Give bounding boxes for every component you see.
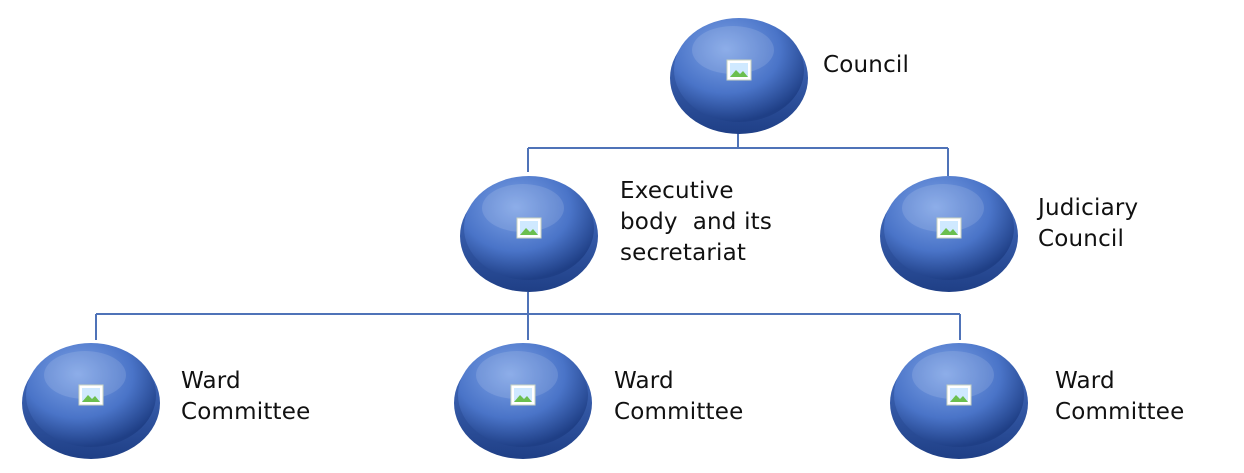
broken-image-icon — [516, 217, 542, 239]
broken-image-icon — [936, 217, 962, 239]
ward-2-label: Ward Committee — [614, 366, 743, 428]
disc-highlight — [692, 26, 774, 74]
disc-highlight — [912, 351, 994, 399]
broken-image-icon — [726, 59, 752, 81]
executive-disc — [458, 168, 600, 292]
executive-label-line-1: Executive — [620, 178, 734, 204]
disc-highlight — [44, 351, 126, 399]
disc-highlight — [902, 184, 984, 232]
ward-1-label-line-1: Ward — [181, 368, 241, 394]
disc-highlight — [482, 184, 564, 232]
council-label-line: Council — [823, 52, 910, 78]
ward-1-disc — [20, 335, 162, 459]
judiciary-label-line-1: Judiciary — [1038, 195, 1139, 221]
executive-label-line-2: body and its — [620, 209, 773, 235]
broken-image-icon — [78, 384, 104, 406]
ward-3-label: Ward Committee — [1055, 366, 1184, 428]
ward-2-label-line-1: Ward — [614, 368, 674, 394]
executive-label-line-3: secretariat — [620, 240, 747, 266]
disc-highlight — [476, 351, 558, 399]
ward-3-label-line-2: Committee — [1055, 399, 1185, 425]
judiciary-label-line-2: Council — [1038, 226, 1125, 252]
ward-3-disc — [888, 335, 1030, 459]
broken-image-icon — [510, 384, 536, 406]
ward-1-label-line-2: Committee — [181, 399, 311, 425]
ward-1-label: Ward Committee — [181, 366, 310, 428]
council-disc — [668, 10, 810, 134]
ward-2-disc — [452, 335, 594, 459]
council-label: Council — [823, 50, 909, 81]
broken-image-icon — [946, 384, 972, 406]
judiciary-label: Judiciary Council — [1038, 193, 1138, 255]
judiciary-disc — [878, 168, 1020, 292]
ward-2-label-line-2: Committee — [614, 399, 744, 425]
ward-3-label-line-1: Ward — [1055, 368, 1115, 394]
executive-label: Executive body and its secretariat — [620, 176, 772, 269]
